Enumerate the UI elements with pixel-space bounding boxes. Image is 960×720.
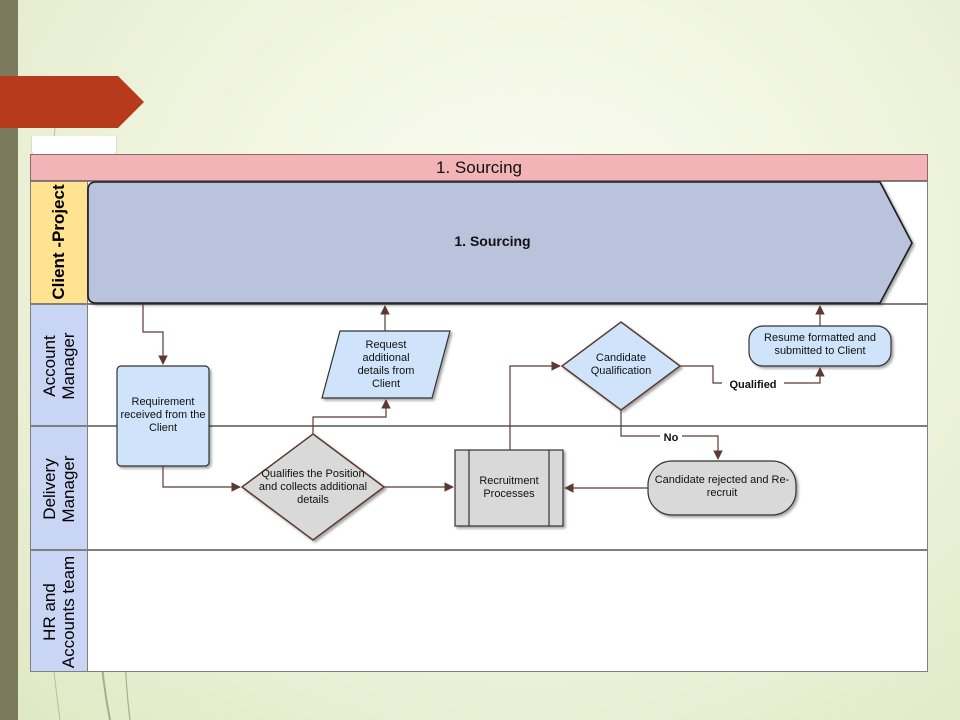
edge-phase-to-requirement: [142, 304, 168, 365]
slide-arrow-tab: [0, 76, 144, 128]
slide-left-bar: [0, 0, 18, 720]
phase-header-band: 1. Sourcing: [30, 154, 928, 181]
request-details-shape: [321, 330, 451, 399]
candidate-rejected-label: Candidate rejected and Re-recruit: [654, 474, 790, 499]
edge-qualifies-to-request: [312, 399, 391, 434]
recruitment-processes-label: Recruitment Processes: [479, 475, 539, 500]
lane-label-client-project: Client -Project: [30, 181, 88, 304]
qualified-edge-label: Qualified: [722, 378, 784, 393]
request-details-label: Request additional details from Client: [357, 338, 415, 390]
sourcing-phase-label: 1. Sourcing: [454, 232, 531, 249]
recruitment-processes-box: [454, 449, 564, 527]
no-edge-label: No: [660, 431, 682, 446]
edge-qualification-qualified: [680, 365, 825, 384]
sourcing-phase-arrow: [87, 181, 913, 304]
qualifies-position-diamond: [240, 433, 386, 541]
candidate-qualification-label: Candidate Qualification: [590, 352, 652, 377]
slide-tab-stub: [32, 136, 116, 156]
resume-formatted-label: Resume formatted and submitted to Client: [764, 332, 876, 357]
edge-requirement-to-qualifies: [162, 466, 241, 492]
qualifies-position-label: Qualifies the Position and collects addi…: [258, 467, 368, 506]
edge-recruitment-to-qualification: [509, 361, 561, 450]
requirement-received-label: Requirement received from the Client: [120, 395, 206, 434]
